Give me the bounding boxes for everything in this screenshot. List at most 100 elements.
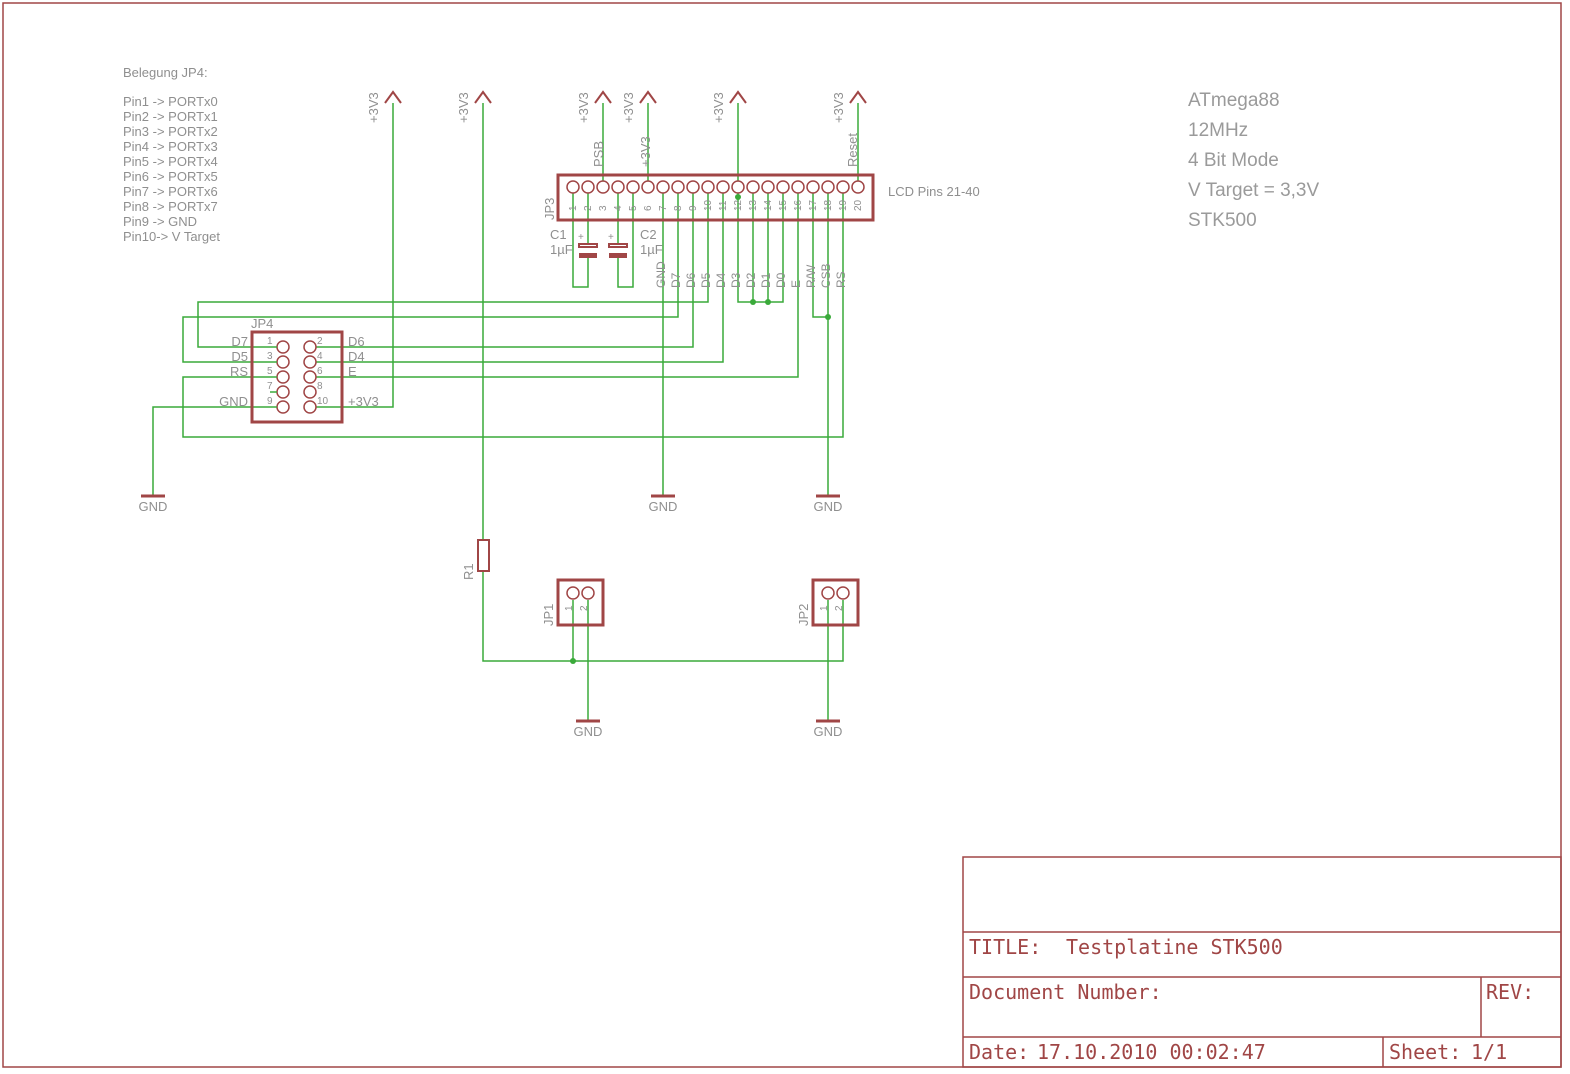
junction: [765, 299, 771, 305]
jp3-signal-label: D6: [684, 272, 698, 288]
svg-text:GND: GND: [139, 499, 168, 514]
supply-label: +3V3: [831, 92, 846, 123]
c1-name: C1: [550, 227, 567, 242]
jp4-right-label: E: [348, 364, 357, 379]
gnd-symbol: GND: [814, 494, 842, 514]
jp4-assignment-note: Belegung JP4: Pin1 -> PORTx0 Pin2 -> POR…: [123, 65, 220, 244]
jp3-pin-number: 9: [688, 205, 699, 211]
jp4-pin-number: 4: [317, 351, 323, 362]
supply-3v3-3: +3V3: [576, 90, 612, 123]
assignment-line: Pin3 -> PORTx2: [123, 124, 218, 139]
gnd-symbol: GND: [814, 719, 843, 739]
jp4-left-label: GND: [219, 394, 248, 409]
jp4-pad: [276, 340, 290, 354]
resistor-r1: R1: [461, 539, 490, 580]
assignment-line: Pin2 -> PORTx1: [123, 109, 218, 124]
jp3-signal-label: GND: [654, 261, 668, 288]
document-number-label: Document Number:: [969, 980, 1162, 1004]
reset-label: Reset: [845, 133, 860, 167]
jp4-pad: [303, 370, 317, 384]
junction: [825, 314, 831, 320]
net-c1: [572, 187, 589, 288]
jp3-pin-number: 20: [853, 199, 864, 211]
jp3-pad: [776, 180, 790, 194]
pin7-supply-label: +3V3: [638, 136, 653, 167]
supply-3v3-4: +3V3: [621, 90, 657, 123]
supply-3v3-1: +3V3: [366, 90, 402, 123]
net-rw-gnd: [812, 187, 829, 495]
assignment-line: Pin10-> V Target: [123, 229, 220, 244]
jp3-signal-label: D2: [744, 272, 758, 288]
svg-text:2: 2: [579, 605, 590, 611]
jp4-pin-number: 3: [267, 351, 273, 362]
jp3-pin-number: 14: [763, 199, 774, 211]
jp3-pin-number: 1: [568, 205, 579, 211]
jp4-left-label: D5: [231, 349, 248, 364]
title-label: TITLE:: [969, 935, 1041, 959]
note-line: 12MHz: [1188, 120, 1248, 141]
jp3-pin-number: 8: [673, 205, 684, 211]
date-value: 17.10.2010 00:02:47: [1037, 1040, 1266, 1064]
jp4-pin-number: 8: [317, 381, 323, 392]
gnd-symbols: GND GND GND GND GND: [139, 494, 843, 739]
capacitor-c2: + C2 1µF: [608, 227, 663, 258]
jp3-pad: [761, 180, 775, 194]
svg-text:+: +: [608, 232, 614, 243]
jp3-pad: [596, 180, 610, 194]
jp2-name: JP2: [796, 604, 811, 626]
svg-text:GND: GND: [649, 499, 678, 514]
net-c2: [617, 187, 634, 288]
jp3-signal-label: R/W: [804, 264, 818, 288]
jp4-pin-number: 9: [267, 396, 273, 407]
jp3-signal-label: D4: [714, 272, 728, 288]
jp4-pin-number: 6: [317, 366, 323, 377]
jp3-pad: [626, 180, 640, 194]
svg-text:GND: GND: [814, 724, 843, 739]
note-line: ATmega88: [1188, 90, 1280, 111]
gnd-symbol: GND: [139, 494, 168, 514]
jp3-pad: [821, 180, 835, 194]
net-3v3-jp4: [310, 103, 394, 408]
net-e: [310, 187, 799, 378]
sheet-label: Sheet:: [1389, 1040, 1461, 1064]
jp3-signal-label: D5: [699, 272, 713, 288]
note-line: STK500: [1188, 210, 1257, 231]
jp4-pad: [276, 370, 290, 384]
jp4-pad: [303, 340, 317, 354]
supply-label: +3V3: [456, 92, 471, 123]
jp3-pad: [746, 180, 760, 194]
c2-name: C2: [640, 227, 657, 242]
jp3-pad: [671, 180, 685, 194]
jp3-pin-number: 3: [598, 205, 609, 211]
jp3-pad: [656, 180, 670, 194]
supply-3v3-5: +3V3: [711, 90, 747, 123]
jp3-pin-number: 15: [778, 199, 789, 211]
jp3-pad: [581, 180, 595, 194]
jp3-signal-label: D3: [729, 272, 743, 288]
jp4-right-label: D6: [348, 334, 365, 349]
jp3-signal-label: D0: [774, 272, 788, 288]
note-line: V Target = 3,3V: [1188, 180, 1319, 201]
assignment-line: Pin6 -> PORTx5: [123, 169, 218, 184]
note-line: 4 Bit Mode: [1188, 150, 1279, 171]
net-gnd-jp4: [152, 406, 270, 495]
jp3-signal-label: D1: [759, 272, 773, 288]
title-block: TITLE: Testplatine STK500 Document Numbe…: [962, 856, 1562, 1068]
jp3-pin-number: 12: [733, 199, 744, 211]
jp3-pin-number: 18: [823, 199, 834, 211]
jp4-pad: [303, 385, 317, 399]
svg-text:1: 1: [819, 605, 830, 611]
supply-label: +3V3: [366, 92, 381, 123]
rev-label: REV:: [1486, 980, 1534, 1004]
assignment-line: Pin7 -> PORTx6: [123, 184, 218, 199]
supply-label: +3V3: [621, 92, 636, 123]
jp4-pad: [276, 355, 290, 369]
jp4-right-label: +3V3: [348, 394, 379, 409]
assignment-line: Pin9 -> GND: [123, 214, 197, 229]
jp4-left-label: RS: [230, 364, 248, 379]
jp4-name: JP4: [251, 316, 273, 331]
junction: [570, 658, 576, 664]
jp1-jumper: 1 2 JP1: [541, 578, 605, 627]
